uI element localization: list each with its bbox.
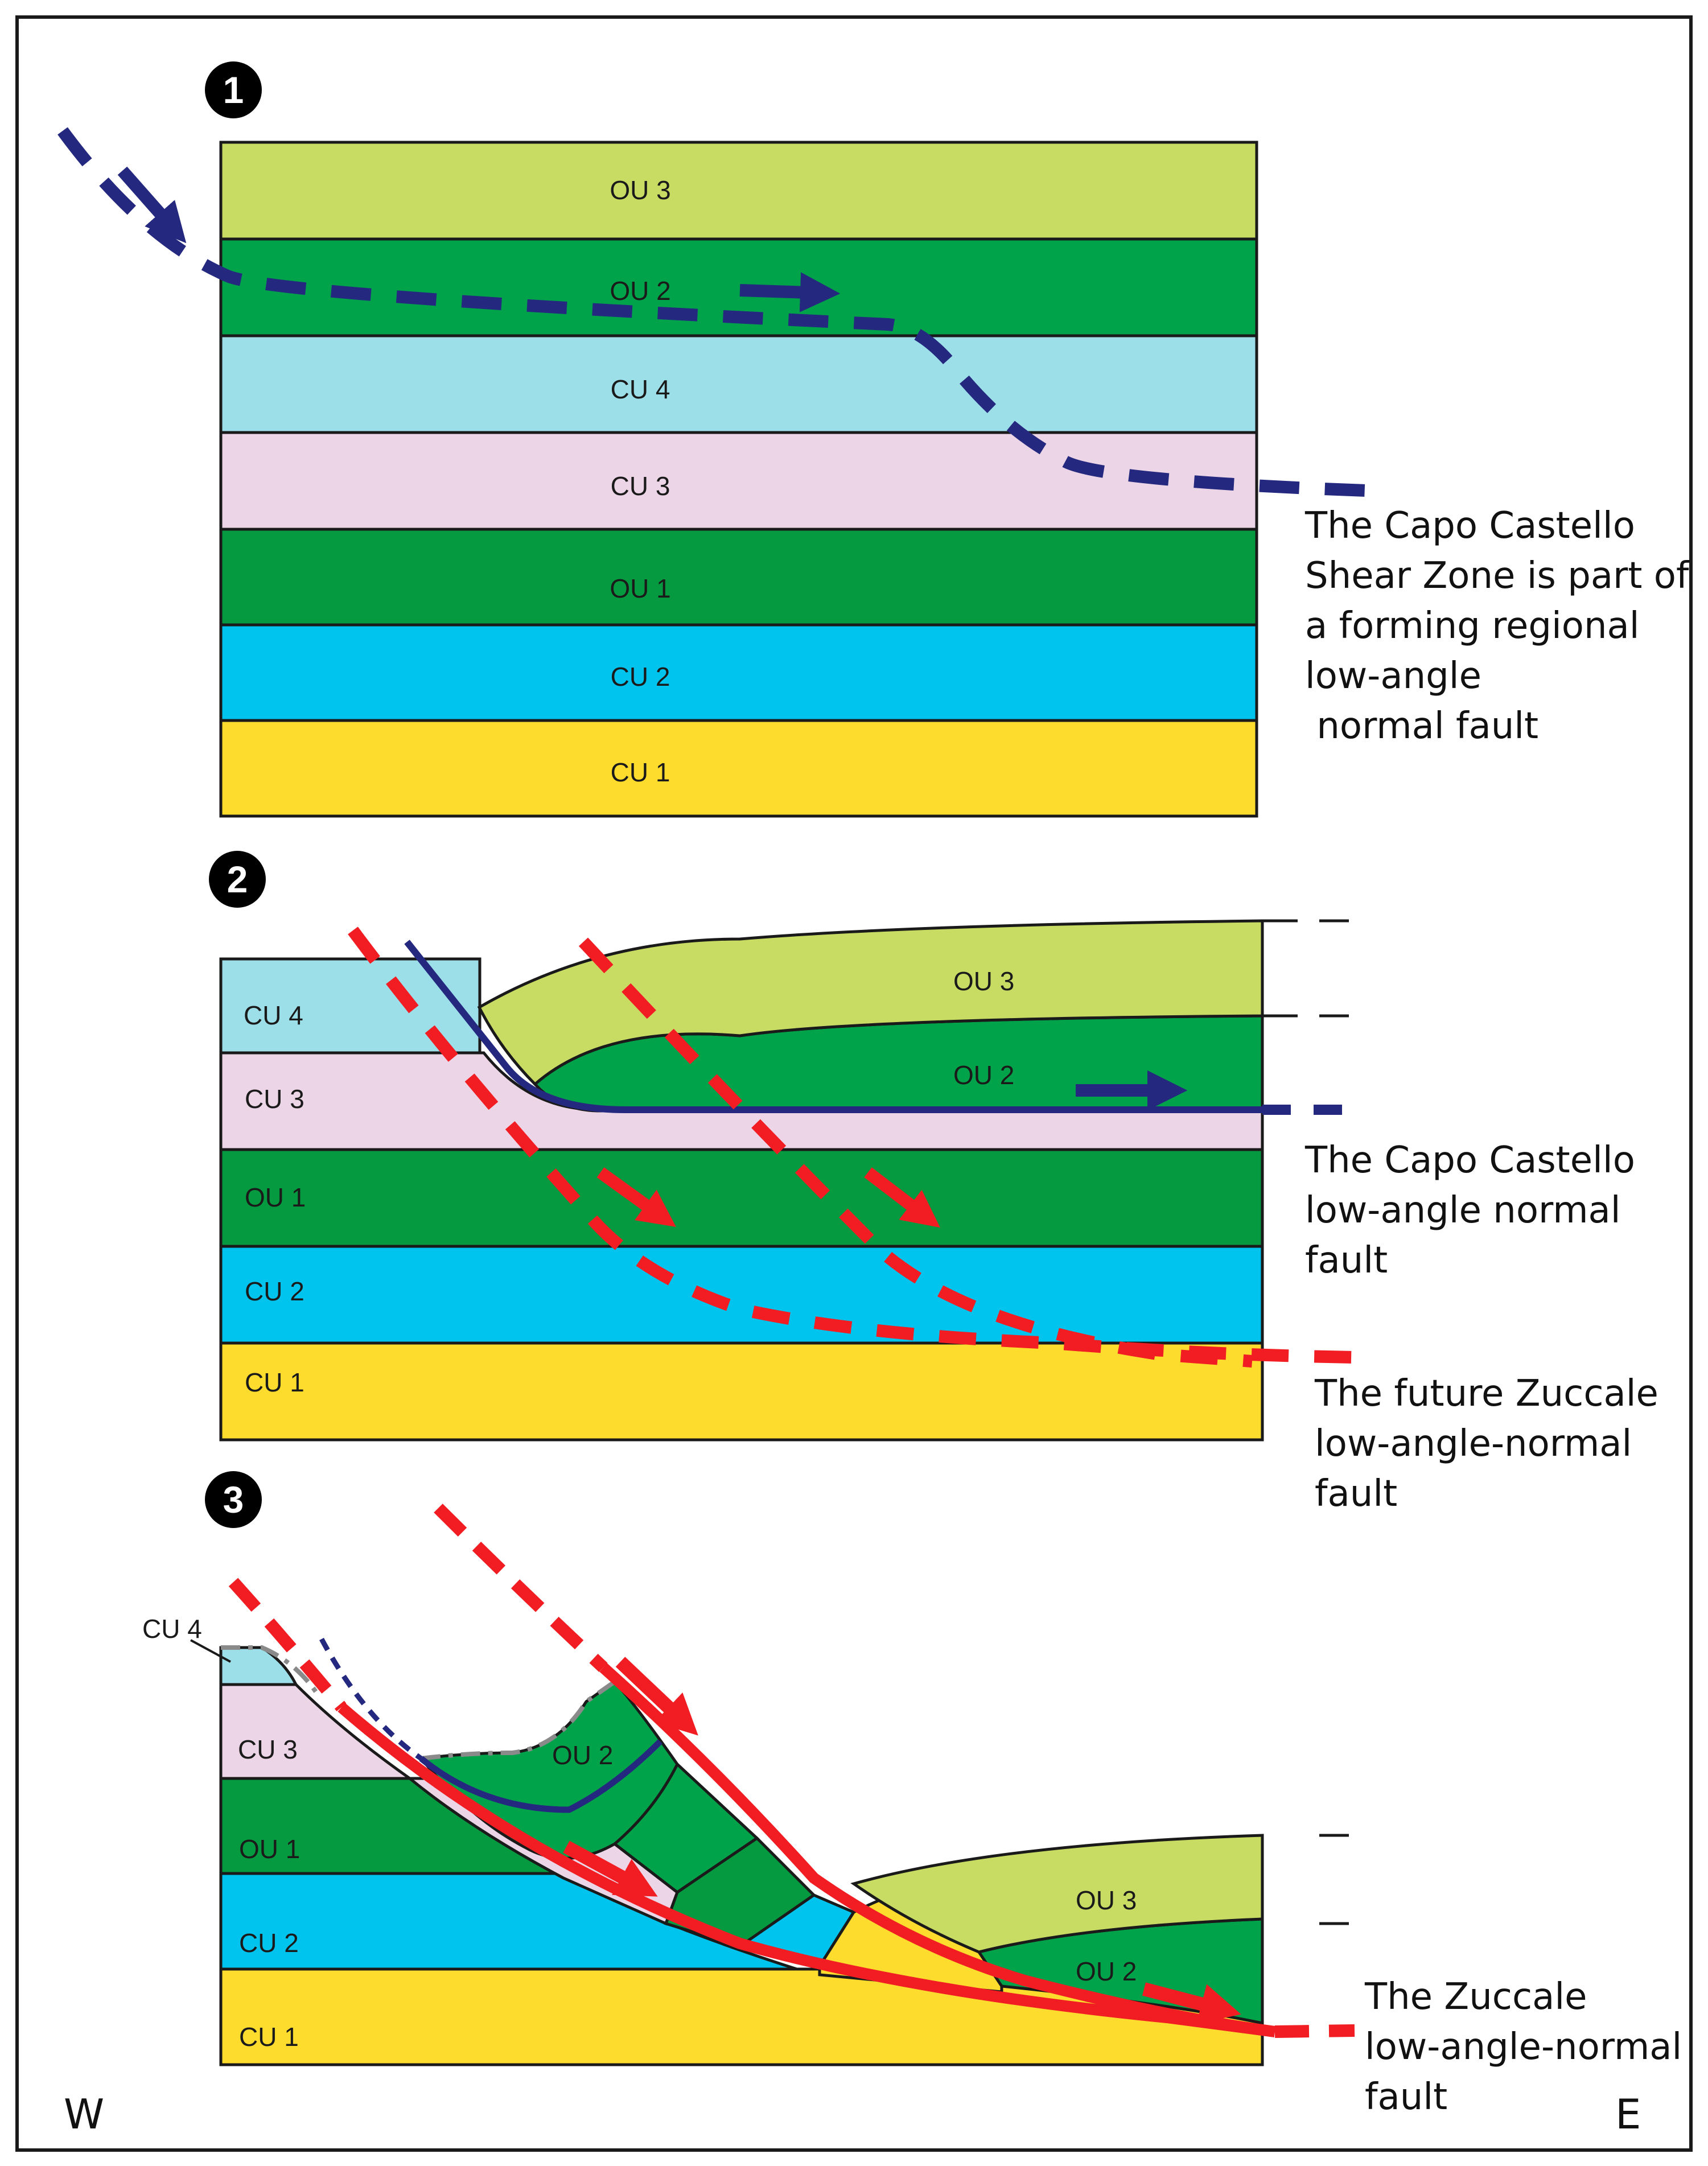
layer-cu1: [219, 1341, 1264, 1442]
label-ou1: OU 1: [245, 1183, 306, 1212]
panel-3: CU 4 CU 3 OU 2 OU 1 CU 2 CU 1 OU 3 OU 2 …: [142, 1471, 1694, 2118]
label-cu1: CU 1: [611, 757, 670, 787]
layer-boundary-extension: [1319, 1834, 1349, 1925]
layer-boundary-extension: [1262, 919, 1349, 1018]
panel-1-layers: [219, 141, 1258, 818]
zuccale-slip-arrow-east: [864, 1167, 940, 1228]
capo-castello-shear-zone: [57, 127, 1367, 497]
label-cu1: CU 1: [239, 2022, 299, 2052]
label-ou1: OU 1: [610, 574, 670, 603]
label-ou2: OU 2: [953, 1060, 1014, 1090]
layer-cu2: [219, 623, 1258, 722]
caption-line: a forming regional: [1305, 605, 1640, 647]
zuccale-fault-projection: [1274, 2024, 1355, 2038]
panel-3-labels: CU 4 CU 3 OU 2 OU 1 CU 2 CU 1 OU 3 OU 2: [142, 1614, 1137, 2052]
zuccale-fault-dashed-west: [228, 1578, 347, 1712]
future-zuccale-fault-east: [578, 937, 1253, 1368]
step-3-badge: 3: [205, 1471, 262, 1528]
panel-2: CU 4 CU 3 OU 1 CU 2 CU 1 OU 3 OU 2 2 The…: [209, 851, 1670, 1515]
east-label: E: [1615, 2090, 1641, 2138]
panel-3-footwall: [219, 1646, 1264, 2066]
west-label: W: [64, 2090, 104, 2138]
shear-sense-arrow-lower: [739, 272, 841, 312]
caption-line: normal fault: [1305, 705, 1538, 747]
layer-ou3-hangingwall: [850, 1834, 1264, 1954]
label-cu2: CU 2: [611, 662, 670, 691]
caption-line: low-angle: [1305, 655, 1481, 697]
panel-1-layer-labels: OU 3 OU 2 CU 4 CU 3 OU 1 CU 2 CU 1: [610, 175, 670, 787]
caption-line: The Capo Castello: [1304, 505, 1635, 547]
shear-sense-arrow-upper: [117, 166, 187, 244]
label-cu3: CU 3: [238, 1735, 298, 1764]
zuccale-slip-arrow-lower: [1142, 1982, 1241, 2024]
label-ou2-lower: OU 2: [1076, 1957, 1137, 1986]
label-cu2: CU 2: [239, 1928, 299, 1958]
layer-ou3: [219, 141, 1258, 241]
caption-line: fault: [1305, 1240, 1388, 1282]
layer-cu1: [219, 719, 1258, 818]
caption-line: Shear Zone is part of: [1305, 555, 1690, 597]
label-ou3: OU 3: [953, 966, 1014, 996]
capo-castello-fault: [404, 940, 1262, 1113]
zuccale-fault-dashed-east: [434, 1504, 608, 1673]
step-2-number: 2: [227, 858, 248, 900]
capo-castello-fault-folded: [419, 1739, 662, 1813]
zuccale-slip-arrow-west: [596, 1167, 676, 1227]
panel-2-caption-capo: The Capo Castello low-angle normal fault: [1304, 1139, 1647, 1282]
zuccale-slip-arrow-middle: [563, 1840, 658, 1897]
layer-ou3-hangingwall: [477, 919, 1264, 1086]
label-ou2-upper: OU 2: [552, 1740, 613, 1770]
layer-cu2: [219, 1245, 1264, 1345]
zuccale-slip-arrow-upper: [615, 1657, 698, 1736]
caption-line: low-angle-normal: [1365, 2026, 1682, 2068]
caption-line: low-angle-normal: [1315, 1423, 1632, 1465]
label-cu3: CU 3: [245, 1084, 304, 1114]
caption-line: The Zuccale: [1364, 1976, 1587, 2018]
layer-ou2: [219, 237, 1258, 337]
layer-cu4: [219, 334, 1258, 434]
label-cu4-leader: [190, 1639, 231, 1663]
label-ou3: OU 3: [610, 175, 670, 205]
panel-3-caption: The Zuccale low-angle-normal fault: [1364, 1976, 1694, 2118]
layer-cu3: [219, 431, 1258, 531]
panel-1: OU 3 OU 2 CU 4 CU 3 OU 1 CU 2 CU 1 1 The…: [57, 61, 1701, 818]
layer-cu3: [219, 1683, 414, 1780]
label-cu1: CU 1: [245, 1368, 304, 1397]
zuccale-fault-east: [599, 1663, 1276, 2037]
label-cu4: CU 4: [244, 1000, 303, 1030]
label-cu2: CU 2: [245, 1276, 304, 1306]
caption-line: fault: [1365, 2076, 1447, 2118]
step-2-badge: 2: [209, 851, 266, 908]
erosion-surface: [221, 1645, 616, 1761]
layer-ou1: [219, 528, 1258, 627]
caption-line: The Capo Castello: [1304, 1139, 1635, 1181]
label-ou1: OU 1: [239, 1834, 300, 1864]
panel-2-layers: [219, 957, 1264, 1442]
step-1-badge: 1: [205, 61, 262, 118]
capo-castello-fault-dashed: [319, 1637, 423, 1761]
panel-2-caption-zuccale: The future Zuccale low-angle-normal faul…: [1314, 1373, 1670, 1515]
label-ou3: OU 3: [1076, 1885, 1137, 1915]
caption-line: fault: [1315, 1473, 1397, 1515]
label-ou2: OU 2: [610, 276, 670, 306]
panel-1-caption: The Capo Castello Shear Zone is part of …: [1304, 505, 1701, 747]
panel-2-labels: CU 4 CU 3 OU 1 CU 2 CU 1 OU 3 OU 2: [244, 966, 1014, 1397]
label-cu3: CU 3: [611, 471, 670, 501]
step-3-number: 3: [223, 1479, 244, 1521]
caption-line: The future Zuccale: [1314, 1373, 1658, 1415]
label-cu4: CU 4: [142, 1614, 202, 1644]
label-cu4: CU 4: [611, 374, 670, 404]
step-1-number: 1: [223, 69, 244, 111]
layer-ou1: [219, 1148, 1264, 1248]
caption-line: low-angle normal: [1305, 1189, 1621, 1232]
